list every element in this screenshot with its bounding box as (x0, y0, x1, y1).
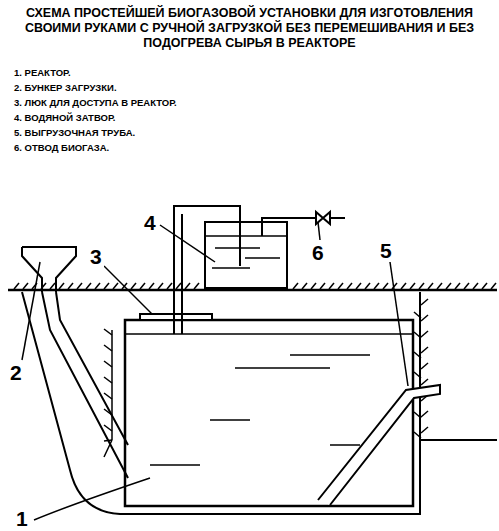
callout-number: 1 (14, 508, 30, 529)
ground-line (8, 289, 497, 292)
manhole-lid (140, 314, 212, 320)
liquid-strokes (150, 355, 370, 465)
legend-item-text: 2. БУНКЕР ЗАГРУЗКИ. (14, 82, 117, 93)
discharge-pipe (318, 385, 440, 505)
feed-pipe (42, 292, 128, 478)
diagram-title: СХЕМА ПРОСТЕЙШЕЙ БИОГАЗОВОЙ УСТАНОВКИ ДЛ… (0, 6, 499, 51)
pit-left-wall (111, 330, 113, 440)
leader-lines (22, 222, 408, 520)
gas-outlet-pipe (262, 218, 345, 236)
legend-item-text: 5. ВЫГРУЗОЧНАЯ ТРУБА. (14, 127, 135, 138)
gas-pipe (174, 206, 240, 334)
callout-number: 4 (142, 212, 158, 233)
legend-item-text: 1. РЕАКТОР. (14, 67, 71, 78)
legend-item-text: 4. ВОДЯНОЙ ЗАТВОР. (14, 112, 115, 123)
liquid-level (125, 333, 413, 335)
legend-item-text: 3. ЛЮК ДЛЯ ДОСТУПА В РЕАКТОР. (14, 97, 177, 108)
legend-item-text: 6. ОТВОД БИОГАЗА. (14, 142, 109, 153)
callout-number: 5 (378, 240, 394, 261)
callout-number: 3 (88, 246, 104, 267)
callout-number: 6 (310, 242, 326, 263)
loading-hopper (22, 247, 76, 292)
water-seal-vessel (205, 222, 287, 288)
water-level (205, 235, 287, 237)
reactor-tank (125, 320, 413, 506)
callout-number: 2 (8, 362, 24, 383)
water-strokes (212, 248, 280, 268)
pit-outline (22, 292, 497, 514)
pit-right-wall (419, 292, 421, 440)
